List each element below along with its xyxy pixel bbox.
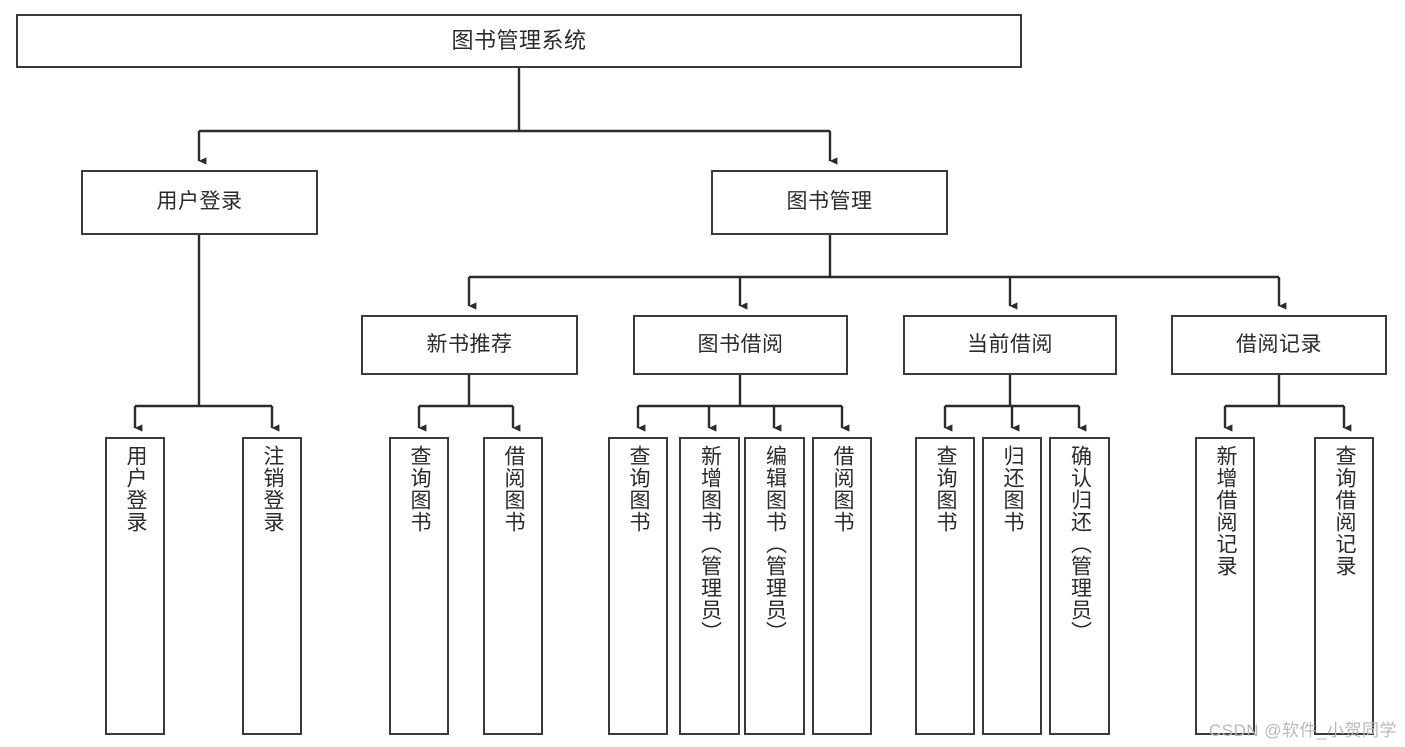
node-label: 图书管理系统 bbox=[451, 28, 587, 54]
node-label: 用户登录 bbox=[156, 190, 243, 214]
node-leaf-borrow-book-2[interactable]: 借阅图书 bbox=[812, 437, 872, 735]
node-leaf-confirm-return[interactable]: 确认归还（管理员） bbox=[1049, 437, 1110, 735]
node-leaf-user-logout[interactable]: 注销登录 bbox=[242, 437, 302, 735]
node-leaf-return-book[interactable]: 归还图书 bbox=[982, 437, 1042, 735]
node-label: 查询图书 bbox=[408, 445, 432, 533]
node-label: 用户登录 bbox=[124, 445, 148, 533]
node-leaf-add-borrow-record[interactable]: 新增借阅记录 bbox=[1195, 437, 1255, 735]
watermark-text: CSDN @软件_小贺同学 bbox=[1208, 721, 1397, 740]
node-label: 查询图书 bbox=[934, 445, 958, 533]
node-leaf-query-borrow-record[interactable]: 查询借阅记录 bbox=[1314, 437, 1374, 735]
node-new-book-recommend[interactable]: 新书推荐 bbox=[361, 315, 578, 375]
node-book-management[interactable]: 图书管理 bbox=[711, 170, 948, 235]
node-user-login[interactable]: 用户登录 bbox=[81, 170, 318, 235]
node-label: 图书借阅 bbox=[697, 332, 784, 356]
node-label: 确认归还（管理员） bbox=[1068, 445, 1092, 643]
node-label: 新增借阅记录 bbox=[1214, 445, 1238, 577]
node-label: 当前借阅 bbox=[967, 332, 1053, 356]
node-leaf-edit-book[interactable]: 编辑图书（管理员） bbox=[744, 437, 805, 735]
node-label: 归还图书 bbox=[1001, 445, 1025, 533]
node-leaf-query-book-2[interactable]: 查询图书 bbox=[608, 437, 668, 735]
node-leaf-query-book-3[interactable]: 查询图书 bbox=[915, 437, 975, 735]
node-label: 借阅记录 bbox=[1236, 332, 1322, 356]
node-label: 编辑图书（管理员） bbox=[763, 445, 787, 643]
node-label: 借阅图书 bbox=[502, 445, 526, 533]
node-borrow-record[interactable]: 借阅记录 bbox=[1171, 315, 1387, 375]
node-root-system[interactable]: 图书管理系统 bbox=[16, 14, 1022, 68]
node-leaf-user-login[interactable]: 用户登录 bbox=[105, 437, 165, 735]
node-leaf-add-book[interactable]: 新增图书（管理员） bbox=[679, 437, 740, 735]
node-label: 查询图书 bbox=[627, 445, 651, 533]
node-label: 新增图书（管理员） bbox=[698, 445, 722, 643]
node-leaf-query-book-1[interactable]: 查询图书 bbox=[389, 437, 449, 735]
node-label: 注销登录 bbox=[261, 445, 285, 533]
node-label: 新书推荐 bbox=[426, 332, 513, 356]
node-label: 借阅图书 bbox=[831, 445, 855, 533]
node-leaf-borrow-book-1[interactable]: 借阅图书 bbox=[483, 437, 543, 735]
node-label: 查询借阅记录 bbox=[1333, 445, 1357, 577]
node-current-borrow[interactable]: 当前借阅 bbox=[903, 315, 1117, 375]
node-book-borrow[interactable]: 图书借阅 bbox=[633, 315, 848, 375]
node-label: 图书管理 bbox=[786, 190, 873, 214]
